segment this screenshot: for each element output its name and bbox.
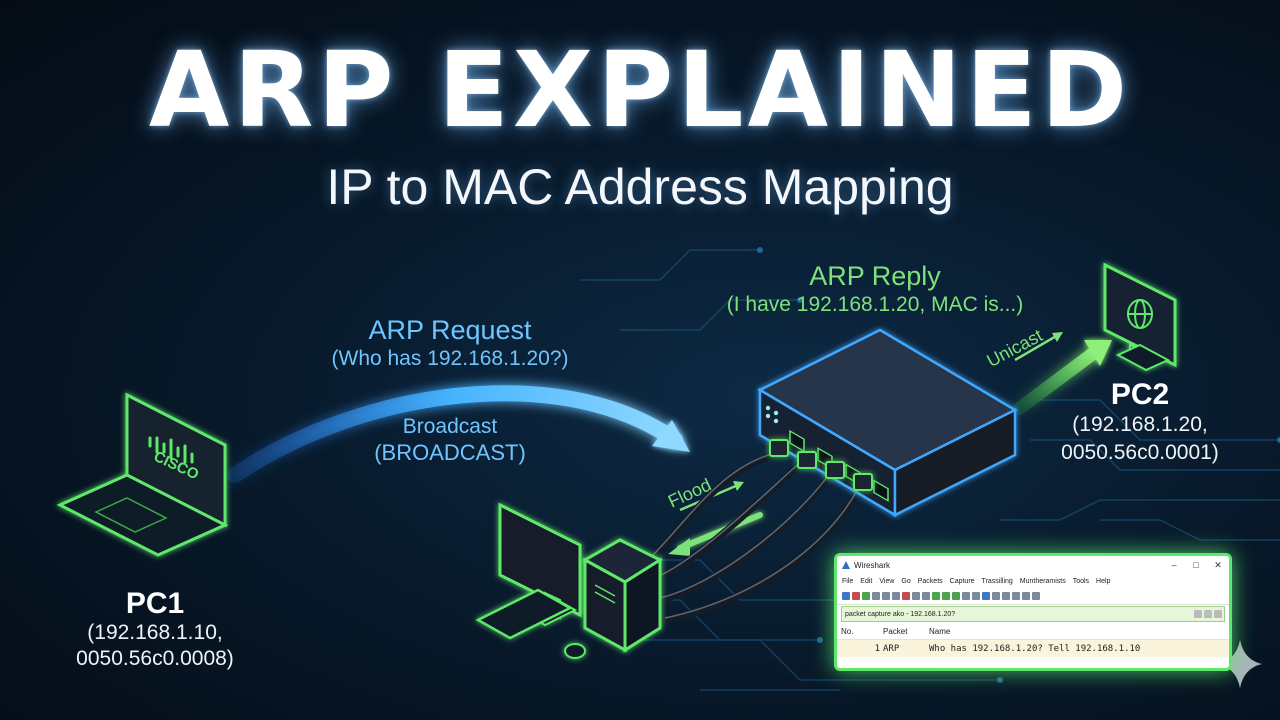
wireshark-fin-icon	[842, 561, 850, 569]
pc1-laptop	[56, 392, 229, 557]
restart-capture-icon[interactable]	[862, 592, 870, 600]
menu-file[interactable]: File	[842, 577, 854, 585]
last-packet-icon[interactable]	[972, 592, 980, 600]
pc2-mac: 0050.56c0.0001)	[1061, 441, 1219, 464]
pc1-mac: 0050.56c0.0008)	[76, 647, 234, 670]
page-title: ARP EXPLAINED	[148, 29, 1132, 151]
desktop-pc	[475, 502, 664, 659]
pc2-name: PC2	[1110, 378, 1170, 411]
zoom-reset-icon[interactable]	[1022, 592, 1030, 600]
stop-capture-icon[interactable]	[852, 592, 860, 600]
table-row[interactable]: 1 ARP Who has 192.168.1.20? Tell 192.168…	[837, 640, 1229, 657]
arp-request-arrowhead	[652, 420, 690, 452]
back-icon[interactable]	[932, 592, 940, 600]
wireshark-window: Wireshark – □ ✕ File Edit View Go Packet…	[834, 553, 1232, 671]
page-subtitle: IP to MAC Address Mapping	[326, 159, 954, 215]
filter-clear-icon[interactable]	[1194, 610, 1202, 618]
flood-arrowhead	[668, 538, 690, 556]
save-file-icon[interactable]	[892, 592, 900, 600]
packet-list-header: No. Packet Name	[837, 623, 1229, 640]
arp-reply-label: ARP Reply	[809, 261, 941, 291]
cisco-logo-bars	[148, 436, 194, 464]
zoom-out-icon[interactable]	[1012, 592, 1020, 600]
globe-icon	[1127, 299, 1153, 329]
menu-edit[interactable]: Edit	[860, 577, 873, 585]
pc1-ip: (192.168.1.10,	[87, 621, 223, 644]
switch-leds	[765, 405, 779, 424]
arp-request-label: ARP Request	[368, 315, 532, 345]
arp-reply-arrow	[1013, 345, 1102, 415]
close-file-icon[interactable]	[902, 592, 910, 600]
filter-apply-icon[interactable]	[1204, 610, 1212, 618]
colorize-icon[interactable]	[992, 592, 1000, 600]
filter-dropdown-icon[interactable]	[1214, 610, 1222, 618]
arp-request-question: (Who has 192.168.1.20?)	[331, 347, 569, 370]
pc2-monitor	[1103, 262, 1177, 372]
wireshark-toolbar	[837, 588, 1229, 605]
row-no: 1	[874, 643, 880, 654]
column-no[interactable]: No.	[841, 626, 854, 636]
arp-request-arrow	[227, 385, 683, 483]
menu-muntheramists[interactable]: Muntheramists	[1019, 577, 1066, 585]
pc1-name: PC1	[125, 587, 185, 620]
menu-trassilling[interactable]: Trassilling	[981, 577, 1013, 585]
desktop-tower-details	[594, 584, 616, 604]
display-filter-bar[interactable]: packet capture ako - 192.168.1.20?	[841, 606, 1225, 622]
zoom-in-icon[interactable]	[1002, 592, 1010, 600]
maximize-button[interactable]: □	[1193, 559, 1199, 570]
column-packet[interactable]: Packet	[883, 626, 908, 636]
broadcast-label: Broadcast	[402, 415, 498, 438]
wireshark-titlebar: Wireshark – □ ✕	[837, 556, 1229, 574]
options-icon[interactable]	[872, 592, 880, 600]
open-file-icon[interactable]	[882, 592, 890, 600]
wireshark-menubar: File Edit View Go Packets Capture Trassi…	[837, 574, 1229, 588]
menu-help[interactable]: Help	[1096, 577, 1111, 585]
cable-highlights	[649, 452, 866, 619]
resize-columns-icon[interactable]	[1032, 592, 1040, 600]
row-packet: ARP	[883, 643, 900, 654]
broadcast-caps-label: (BROADCAST)	[374, 440, 526, 465]
close-button[interactable]: ✕	[1214, 559, 1222, 570]
forward-icon[interactable]	[942, 592, 950, 600]
reload-icon[interactable]	[912, 592, 920, 600]
unicast-small-arrowhead	[1052, 332, 1063, 342]
find-icon[interactable]	[922, 592, 930, 600]
start-capture-icon[interactable]	[842, 592, 850, 600]
flood-small-arrowhead	[733, 481, 744, 491]
arp-reply-arrowhead	[1084, 340, 1112, 366]
ethernet-cables	[646, 451, 869, 624]
minimize-button[interactable]: –	[1171, 559, 1177, 570]
row-name: Who has 192.168.1.20? Tell 192.168.1.10	[929, 643, 1141, 654]
wireshark-app-name: Wireshark	[854, 560, 891, 570]
autoscroll-icon[interactable]	[982, 592, 990, 600]
menu-tools[interactable]: Tools	[1072, 577, 1090, 585]
display-filter-input[interactable]: packet capture ako - 192.168.1.20?	[845, 610, 956, 618]
menu-capture[interactable]: Capture	[949, 577, 975, 585]
pc2-ip: (192.168.1.20,	[1072, 413, 1208, 436]
goto-icon[interactable]	[952, 592, 960, 600]
arp-reply-answer: (I have 192.168.1.20, MAC is...)	[726, 293, 1024, 316]
menu-packets[interactable]: Packets	[917, 577, 943, 585]
sparkle-icon	[1218, 640, 1262, 688]
menu-go[interactable]: Go	[901, 577, 911, 585]
unicast-small-arrow	[1014, 333, 1059, 362]
first-packet-icon[interactable]	[962, 592, 970, 600]
column-name[interactable]: Name	[929, 626, 951, 636]
menu-view[interactable]: View	[879, 577, 895, 585]
rj45-connectors	[769, 439, 873, 491]
